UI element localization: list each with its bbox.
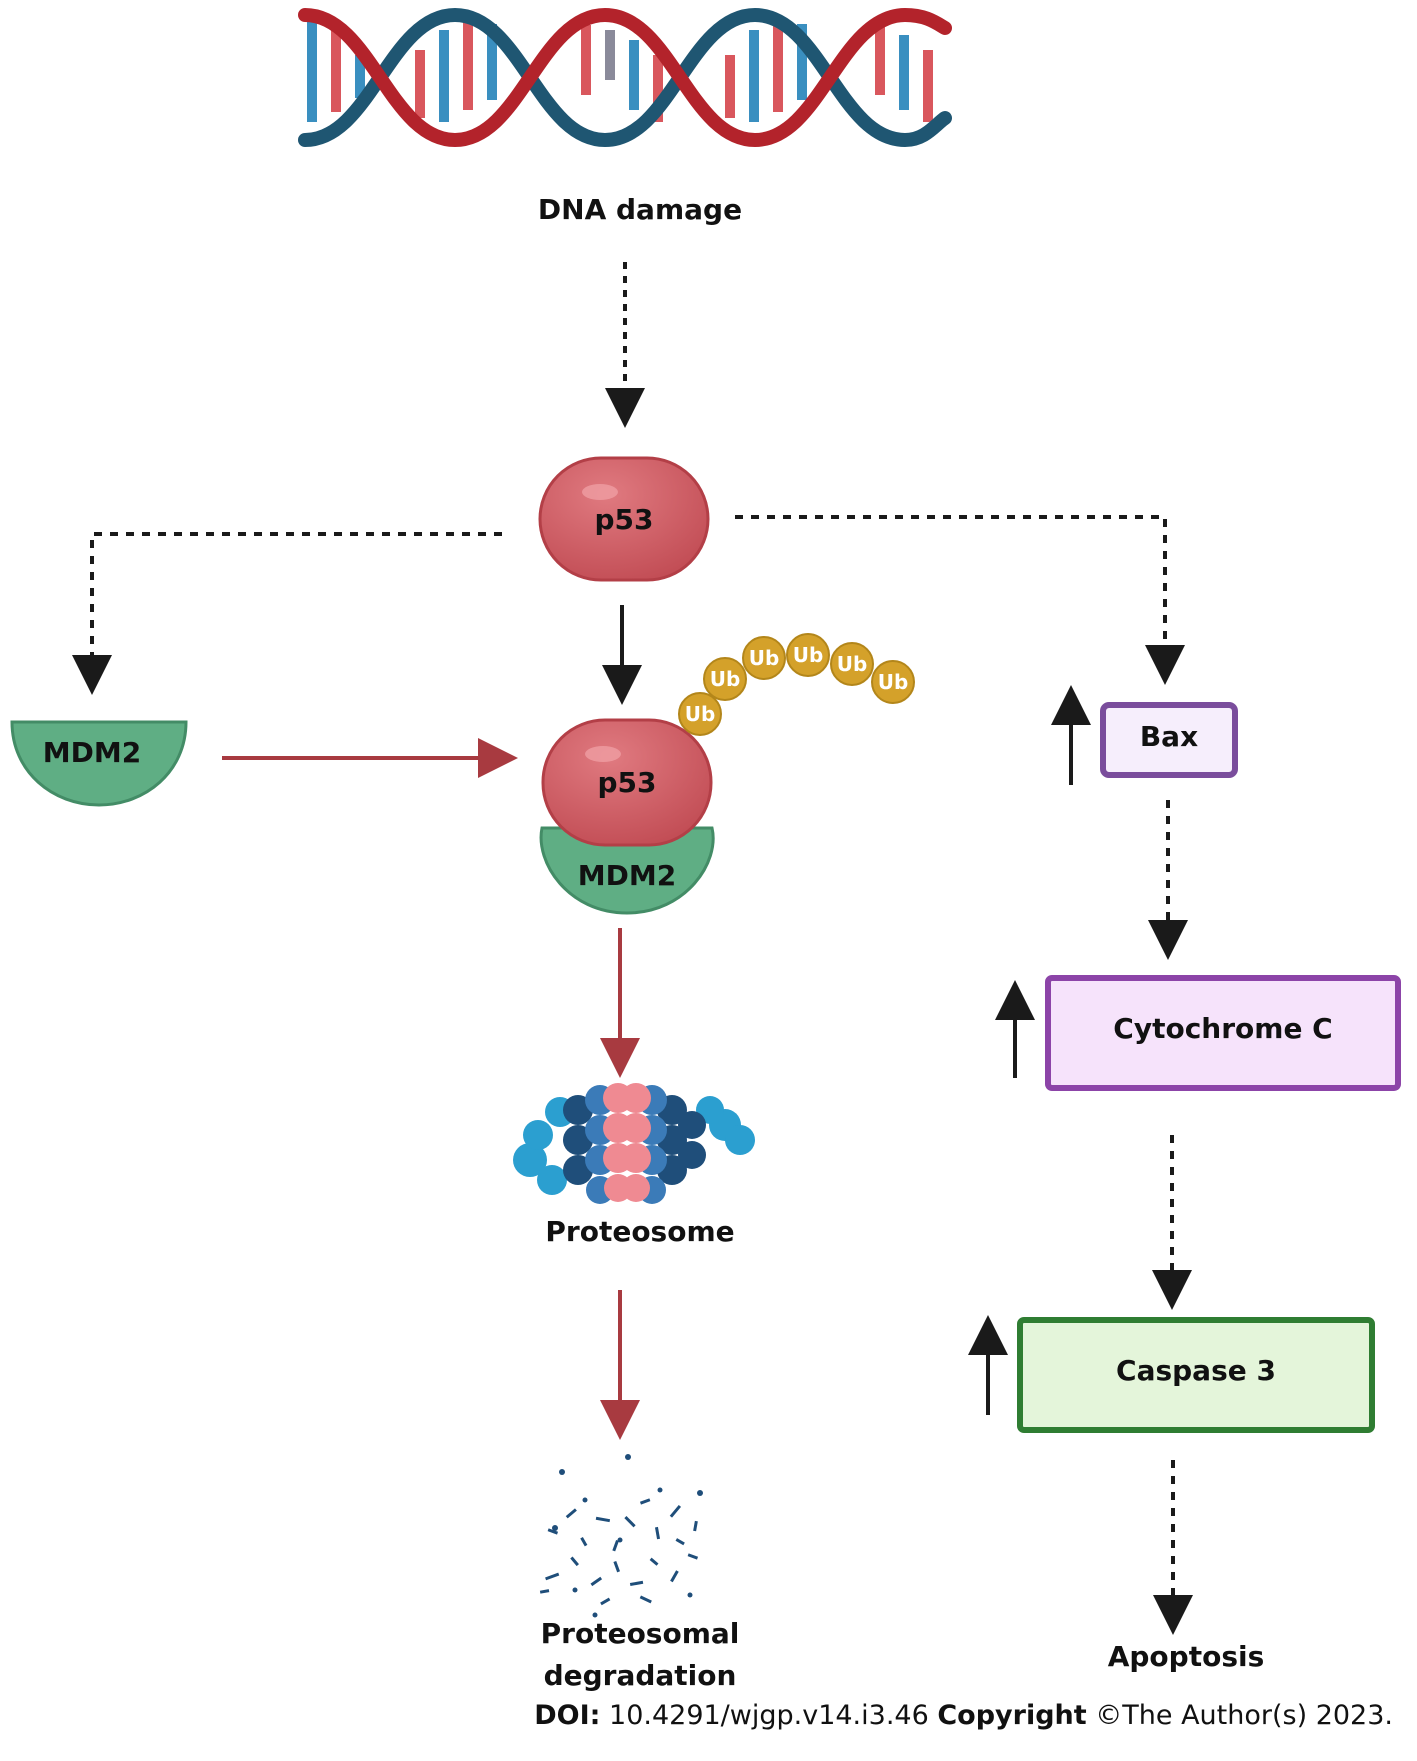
ub-label: Ub — [877, 670, 909, 694]
dna-helix-icon — [298, 7, 952, 148]
caspase-3-label: Caspase 3 — [1116, 1353, 1276, 1387]
caspase-3-box — [1017, 1317, 1375, 1433]
ub-label: Ub — [836, 652, 868, 676]
ubiquitin-chain-icon — [678, 633, 915, 736]
protein-fragments-icon — [539, 1454, 703, 1618]
bax-label: Bax — [1139, 719, 1199, 753]
p53-protein-icon — [538, 456, 710, 582]
degradation-label-line1: Proteosomal — [540, 1617, 740, 1650]
mdm2-protein-icon — [10, 720, 188, 807]
doi-footer: DOI: 10.4291/wjgp.v14.i3.46 Copyright ©T… — [534, 1700, 1393, 1731]
ub-label: Ub — [709, 667, 741, 691]
p53-label: p53 — [594, 502, 654, 536]
doi-label: DOI: — [534, 1700, 601, 1731]
proteosome-label: Proteosome — [545, 1215, 735, 1248]
proteosome-icon — [513, 1083, 755, 1204]
dna-damage-label: DNA damage — [537, 193, 743, 226]
copyright-value: ©The Author(s) 2023. — [1095, 1700, 1393, 1731]
doi-value: 10.4291/wjgp.v14.i3.46 — [609, 1700, 929, 1731]
arrow-p53-to-mdm2 — [72, 532, 502, 695]
mdm2-complex-label: MDM2 — [577, 858, 677, 892]
ub-label: Ub — [792, 643, 824, 667]
ub-label: Ub — [748, 646, 780, 670]
p53-complex-label: p53 — [597, 766, 657, 799]
cytochrome-c-box — [1045, 975, 1401, 1091]
p53-mdm2-complex-icon — [539, 718, 715, 915]
mdm2-label: MDM2 — [42, 735, 142, 769]
arrow-p53-to-bax — [735, 515, 1185, 685]
cytochrome-c-label: Cytochrome C — [1113, 1011, 1333, 1045]
degradation-label-line2: degradation — [543, 1659, 737, 1692]
apoptosis-label: Apoptosis — [1107, 1640, 1265, 1673]
bax-box — [1100, 702, 1238, 778]
copyright-label: Copyright — [937, 1700, 1087, 1731]
ub-label: Ub — [684, 702, 716, 726]
